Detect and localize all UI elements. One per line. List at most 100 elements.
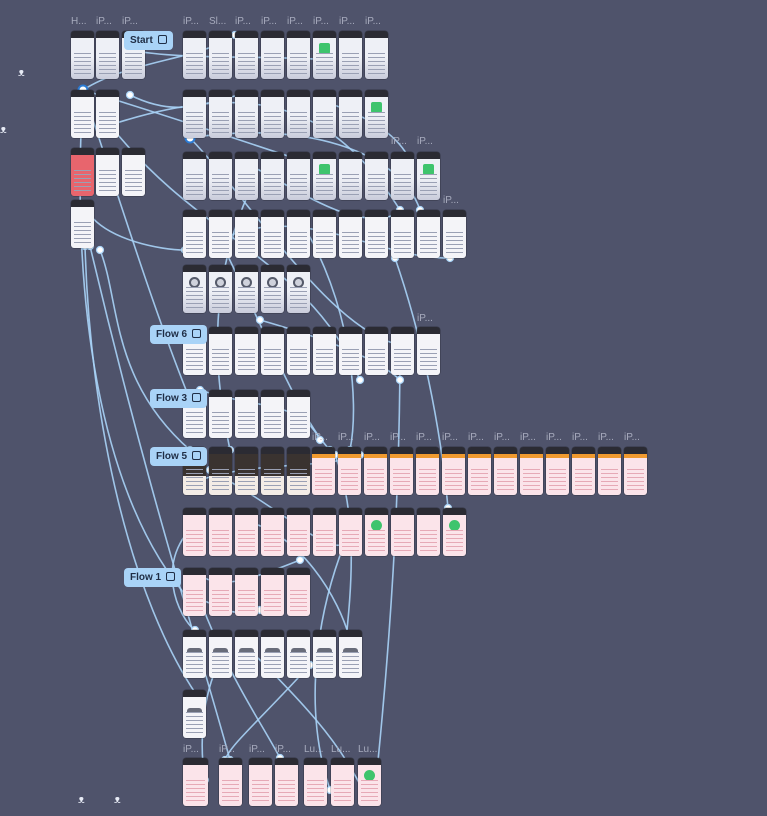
screen-frame[interactable] (235, 152, 258, 200)
screen-frame[interactable] (235, 390, 258, 438)
screen-frame[interactable] (287, 210, 310, 258)
flow-preview-icon[interactable] (192, 393, 202, 402)
frame-label[interactable]: iP... (598, 432, 614, 443)
screen-frame[interactable] (183, 630, 206, 678)
screen-frame[interactable] (443, 508, 466, 556)
comment-pin-icon[interactable]: ᴥ (18, 67, 25, 79)
frame-label[interactable]: iP... (365, 16, 381, 27)
screen-frame[interactable] (468, 447, 491, 495)
screen-frame[interactable] (443, 210, 466, 258)
frame-label[interactable]: iP... (219, 744, 235, 755)
screen-frame[interactable] (235, 568, 258, 616)
screen-frame[interactable] (416, 447, 439, 495)
screen-frame[interactable] (261, 90, 284, 138)
screen-frame[interactable] (261, 152, 284, 200)
screen-frame[interactable] (261, 265, 284, 313)
flow-preview-icon[interactable] (157, 35, 167, 44)
screen-frame[interactable] (209, 210, 232, 258)
frame-label[interactable]: iP... (235, 16, 251, 27)
screen-frame[interactable] (71, 90, 94, 138)
screen-frame[interactable] (209, 265, 232, 313)
screen-frame[interactable] (417, 508, 440, 556)
frame-label[interactable]: iP... (443, 195, 459, 206)
flow-start-badge[interactable]: Start (124, 31, 173, 50)
frame-label[interactable]: iP... (417, 313, 433, 324)
screen-frame[interactable] (235, 630, 258, 678)
screen-frame[interactable] (183, 265, 206, 313)
screen-frame[interactable] (209, 31, 232, 79)
screen-frame[interactable] (71, 200, 94, 248)
screen-frame[interactable] (365, 90, 388, 138)
screen-frame[interactable] (287, 447, 310, 495)
frame-label[interactable]: iP... (249, 744, 265, 755)
screen-frame[interactable] (122, 148, 145, 196)
screen-frame[interactable] (261, 447, 284, 495)
screen-frame[interactable] (313, 90, 336, 138)
screen-frame[interactable] (261, 508, 284, 556)
screen-frame[interactable] (219, 758, 242, 806)
screen-frame[interactable] (287, 630, 310, 678)
frame-label[interactable]: iP... (364, 432, 380, 443)
screen-frame[interactable] (71, 31, 94, 79)
screen-frame[interactable] (235, 210, 258, 258)
screen-frame[interactable] (417, 210, 440, 258)
screen-frame[interactable] (339, 31, 362, 79)
frame-label[interactable]: iP... (338, 432, 354, 443)
frame-label[interactable]: iP... (417, 136, 433, 147)
screen-frame[interactable] (339, 327, 362, 375)
screen-frame[interactable] (313, 31, 336, 79)
screen-frame[interactable] (209, 152, 232, 200)
screen-frame[interactable] (209, 568, 232, 616)
frame-label[interactable]: iP... (312, 432, 328, 443)
frame-label[interactable]: iP... (313, 16, 329, 27)
screen-frame[interactable] (261, 568, 284, 616)
screen-frame[interactable] (624, 447, 647, 495)
screen-frame[interactable] (209, 90, 232, 138)
comment-pin-icon[interactable]: ᴥ (78, 794, 85, 806)
screen-frame[interactable] (417, 152, 440, 200)
screen-frame[interactable] (209, 327, 232, 375)
screen-frame[interactable] (339, 508, 362, 556)
screen-frame[interactable] (183, 568, 206, 616)
screen-frame[interactable] (312, 447, 335, 495)
screen-frame[interactable] (391, 152, 414, 200)
screen-frame[interactable] (96, 31, 119, 79)
screen-frame[interactable] (339, 90, 362, 138)
screen-frame[interactable] (261, 31, 284, 79)
screen-frame[interactable] (313, 630, 336, 678)
screen-frame[interactable] (287, 390, 310, 438)
screen-frame[interactable] (339, 630, 362, 678)
frame-label[interactable]: iP... (494, 432, 510, 443)
flow-start-badge[interactable]: Flow 5 (150, 447, 208, 466)
screen-frame[interactable] (365, 152, 388, 200)
screen-frame[interactable] (209, 508, 232, 556)
screen-frame[interactable] (358, 758, 381, 806)
frame-label[interactable]: iP... (122, 16, 138, 27)
screen-frame[interactable] (275, 758, 298, 806)
screen-frame[interactable] (304, 758, 327, 806)
frame-label[interactable]: iP... (287, 16, 303, 27)
screen-frame[interactable] (287, 152, 310, 200)
frame-label[interactable]: Lu... (358, 744, 378, 755)
screen-frame[interactable] (183, 508, 206, 556)
screen-frame[interactable] (287, 508, 310, 556)
screen-frame[interactable] (391, 210, 414, 258)
screen-frame[interactable] (235, 31, 258, 79)
screen-frame[interactable] (235, 508, 258, 556)
frame-label[interactable]: iP... (546, 432, 562, 443)
screen-frame[interactable] (96, 148, 119, 196)
frame-label[interactable]: iP... (96, 16, 112, 27)
screen-frame[interactable] (287, 265, 310, 313)
frame-label[interactable]: iP... (275, 744, 291, 755)
screen-frame[interactable] (183, 690, 206, 738)
frame-label[interactable]: iP... (572, 432, 588, 443)
flow-start-badge[interactable]: Flow 1 (124, 568, 182, 587)
frame-label[interactable]: Sl... (209, 16, 227, 27)
screen-frame[interactable] (183, 152, 206, 200)
screen-frame[interactable] (364, 447, 387, 495)
screen-frame[interactable] (287, 90, 310, 138)
screen-frame[interactable] (494, 447, 517, 495)
frame-label[interactable]: iP... (468, 432, 484, 443)
screen-frame[interactable] (442, 447, 465, 495)
screen-frame[interactable] (520, 447, 543, 495)
